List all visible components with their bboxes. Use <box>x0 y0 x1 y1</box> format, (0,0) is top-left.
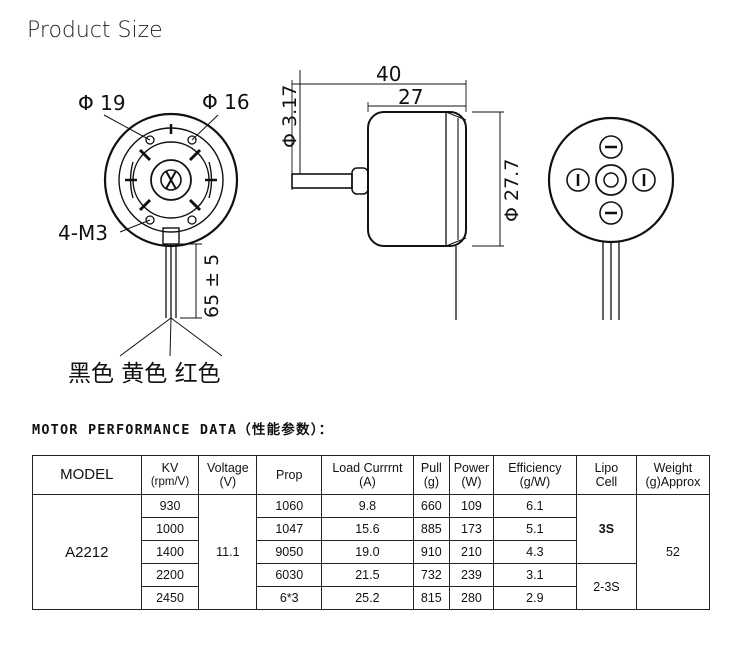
dim-screws: 4-M3 <box>58 221 108 245</box>
cell-current: 21.5 <box>321 563 414 587</box>
cell-model: A2212 <box>32 494 142 610</box>
side-view <box>291 70 504 320</box>
cell-pull: 660 <box>412 494 451 518</box>
cell-pull: 910 <box>412 540 451 564</box>
cell-power: 280 <box>449 586 494 610</box>
dim-phi3-17: Φ 3.17 <box>279 85 301 148</box>
cell-lipo-2-3s: 2-3S <box>575 563 637 610</box>
cell-prop: 1060 <box>256 494 323 518</box>
cell-prop: 9050 <box>256 540 323 564</box>
table-row: A2212 930 11.1 1060 9.8 660 109 6.1 3S 5… <box>32 494 711 610</box>
cell-kv: 2200 <box>140 563 200 587</box>
cell-pull: 732 <box>412 563 451 587</box>
cell-current: 15.6 <box>321 517 414 541</box>
table-row: 1000 1047 15.6 885 173 5.1 <box>33 517 710 541</box>
cell-power: 173 <box>449 517 494 541</box>
cell-kv: 1000 <box>140 517 200 541</box>
cell-efficiency: 5.1 <box>492 517 577 541</box>
front-view <box>103 112 239 357</box>
performance-table: MODEL KV(rpm/V) Voltage(V) Prop Load Cur… <box>32 455 711 610</box>
header-pull: Pull(g) <box>412 455 451 495</box>
dim-len40: 40 <box>376 62 401 86</box>
dim-len27: 27 <box>398 85 423 109</box>
cell-kv: 930 <box>140 494 200 518</box>
dim-lead-length: 65 ± 5 <box>201 254 223 318</box>
cell-pull: 815 <box>412 586 451 610</box>
cell-pull: 885 <box>412 517 451 541</box>
cell-current: 25.2 <box>321 586 414 610</box>
cell-efficiency: 4.3 <box>492 540 577 564</box>
cell-efficiency: 2.9 <box>492 586 577 610</box>
cell-power: 210 <box>449 540 494 564</box>
header-model: MODEL <box>32 455 142 495</box>
cell-power: 109 <box>449 494 494 518</box>
table-row: 2450 6*3 25.2 815 280 2.9 <box>33 586 710 610</box>
cell-current: 19.0 <box>321 540 414 564</box>
cell-voltage: 11.1 <box>198 494 258 610</box>
dim-phi19: Φ 19 <box>78 91 126 115</box>
cell-lipo-3s: 3S <box>575 494 637 564</box>
dim-phi16: Φ 16 <box>202 90 250 114</box>
dim-phi27-7: Φ 27.7 <box>501 159 523 222</box>
cell-power: 239 <box>449 563 494 587</box>
header-voltage: Voltage(V) <box>198 455 258 495</box>
cell-efficiency: 6.1 <box>492 494 577 518</box>
cell-kv: 2450 <box>140 586 200 610</box>
wire-colors-label: 黑色 黄色 红色 <box>68 361 221 387</box>
header-efficiency: Efficiency(g/W) <box>492 455 577 495</box>
header-prop: Prop <box>256 455 323 495</box>
cell-weight: 52 <box>635 494 711 610</box>
cell-efficiency: 3.1 <box>492 563 577 587</box>
cell-prop: 1047 <box>256 517 323 541</box>
rear-view <box>547 116 675 320</box>
cell-prop: 6030 <box>256 563 323 587</box>
table-header-row: MODEL KV(rpm/V) Voltage(V) Prop Load Cur… <box>32 455 711 495</box>
cell-kv: 1400 <box>140 540 200 564</box>
header-load-current: Load Currrnt(A) <box>321 455 414 495</box>
section-heading: MOTOR PERFORMANCE DATA（性能参数）： <box>32 422 334 438</box>
motor-dimension-drawing: Φ 19 Φ 16 4-M3 65 ± 5 黑色 黄色 红色 Φ 3.17 40… <box>58 62 675 387</box>
cell-prop: 6*3 <box>256 586 323 610</box>
page-title: Product Size <box>27 18 163 43</box>
table-row: 1400 9050 19.0 910 210 4.3 <box>33 540 710 564</box>
header-kv: KV(rpm/V) <box>140 455 200 495</box>
header-weight: Weight(g)Approx <box>635 455 711 495</box>
cell-current: 9.8 <box>321 494 414 518</box>
header-power: Power(W) <box>449 455 494 495</box>
